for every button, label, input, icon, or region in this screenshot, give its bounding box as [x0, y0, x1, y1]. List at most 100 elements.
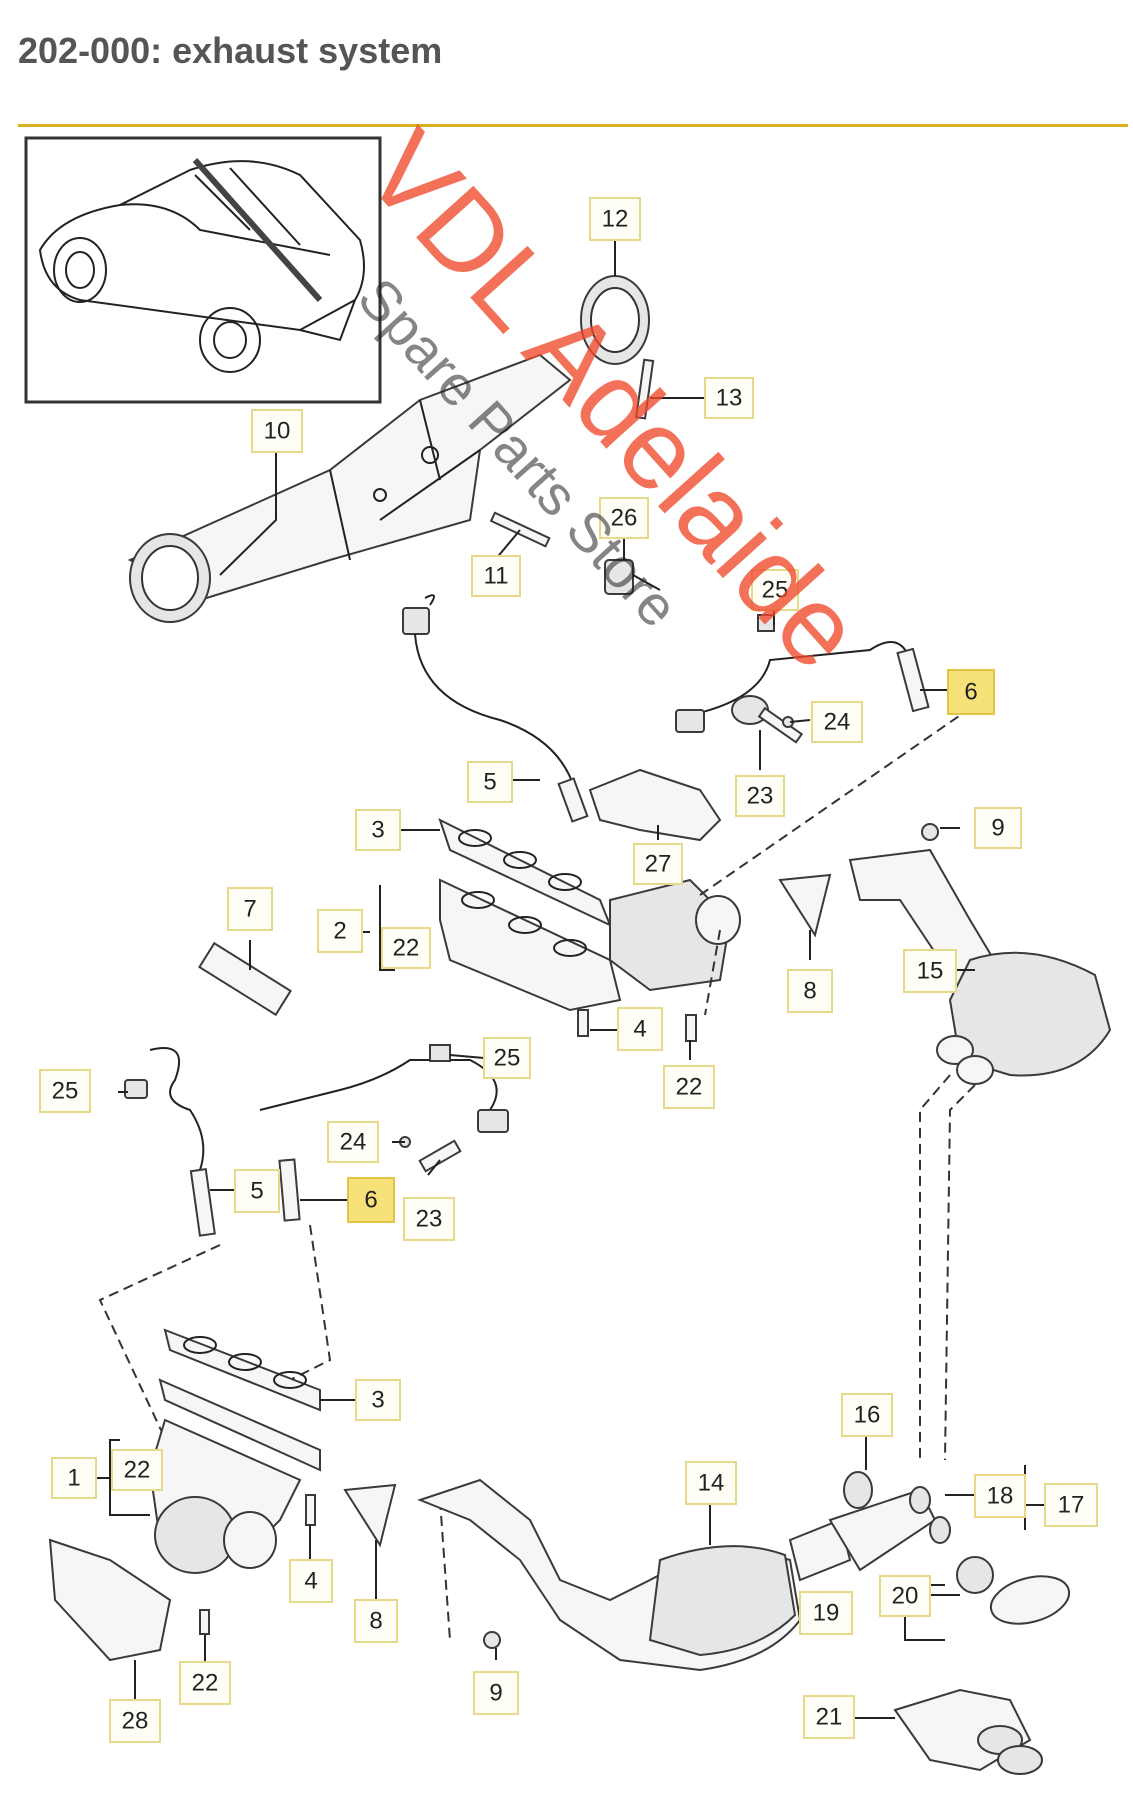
oxygen-sensor-5-top-part — [402, 594, 589, 823]
page-title: 202-000: exhaust system — [18, 30, 443, 71]
svg-text:22: 22 — [192, 1670, 219, 1697]
manifold-1-left-part — [148, 1418, 302, 1574]
sensor-bracket-23-left-part — [399, 1136, 462, 1173]
callout-21: 21 — [803, 1695, 855, 1739]
gasket-8-top-part — [778, 873, 832, 938]
bracket-part — [127, 353, 572, 623]
tailpipe-assembly-17-part — [828, 1486, 951, 1572]
callout-4-top: 4 — [617, 1007, 663, 1051]
stud-4-top-part — [577, 1009, 589, 1037]
svg-text:9: 9 — [991, 815, 1004, 842]
gasket-3-top-part — [438, 818, 612, 927]
callout-6-left: 6 — [347, 1177, 395, 1223]
manifold-2-top-part — [439, 878, 741, 1012]
callout-26: 26 — [599, 497, 649, 539]
callout-22-bottom: 22 — [179, 1661, 231, 1705]
oxygen-sensor-6-top-part — [675, 641, 930, 733]
svg-text:22: 22 — [124, 1457, 151, 1484]
clamp-16-part — [843, 1471, 873, 1509]
callout-14: 14 — [685, 1461, 737, 1505]
callout-18: 18 — [974, 1474, 1026, 1518]
svg-text:4: 4 — [633, 1016, 646, 1043]
clip-25-mid-part — [429, 1044, 451, 1062]
svg-text:22: 22 — [676, 1074, 703, 1101]
svg-text:3: 3 — [371, 817, 384, 844]
routing-line — [699, 704, 976, 896]
callout-24-left: 24 — [327, 1121, 379, 1163]
svg-text:27: 27 — [645, 851, 672, 878]
svg-text:14: 14 — [698, 1470, 725, 1497]
svg-text:9: 9 — [489, 1680, 502, 1707]
svg-text:10: 10 — [264, 418, 291, 445]
svg-text:15: 15 — [917, 958, 944, 985]
svg-text:5: 5 — [483, 769, 496, 796]
oxygen-sensor-5-left-part — [124, 1047, 216, 1237]
svg-text:24: 24 — [340, 1129, 367, 1156]
svg-text:2: 2 — [333, 918, 346, 945]
callout-1: 1 — [51, 1457, 97, 1499]
callout-28: 28 — [109, 1699, 161, 1743]
callout-22-left: 22 — [111, 1449, 163, 1491]
tailpipe-21-part — [893, 1688, 1043, 1775]
silencer-14-part — [417, 1478, 852, 1672]
nut-9-top-part — [921, 823, 939, 841]
svg-text:16: 16 — [854, 1402, 881, 1429]
muffler-15-part — [848, 848, 1112, 1085]
callout-25-left: 25 — [39, 1069, 91, 1113]
svg-text:8: 8 — [803, 978, 816, 1005]
svg-text:21: 21 — [816, 1704, 843, 1731]
callout-12: 12 — [589, 197, 641, 241]
svg-text:18: 18 — [987, 1483, 1014, 1510]
svg-text:17: 17 — [1058, 1492, 1085, 1519]
routing-line — [704, 929, 721, 1016]
sensor-26-part — [604, 559, 661, 595]
routing-line — [944, 1084, 976, 1461]
callout-22-top-left: 22 — [381, 927, 431, 969]
svg-text:6: 6 — [964, 679, 977, 706]
callout-2: 2 — [317, 909, 363, 953]
clamp-20-part — [956, 1556, 1071, 1625]
leader-lines — [96, 240, 1045, 1719]
svg-text:24: 24 — [824, 709, 851, 736]
callout-16: 16 — [841, 1393, 893, 1437]
callout-19: 19 — [799, 1591, 853, 1635]
svg-text:26: 26 — [611, 505, 638, 532]
car-thumbnail-inset — [24, 136, 382, 404]
svg-text:6: 6 — [364, 1187, 377, 1214]
stud-4-left-part — [305, 1494, 316, 1526]
routing-line — [289, 1224, 332, 1381]
heat-shield-27-part — [588, 768, 722, 842]
callout-3-left: 3 — [355, 1379, 401, 1421]
callout-8-top: 8 — [787, 969, 833, 1013]
sensor-bracket-23-top-part — [731, 695, 804, 744]
gasket-8-lower-part — [343, 1483, 397, 1548]
callout-8-left: 8 — [354, 1599, 398, 1643]
gasket-3-left-part — [158, 1328, 321, 1472]
callout-13: 13 — [704, 377, 754, 419]
oxygen-sensor-6-left-part — [259, 1059, 509, 1222]
nut-9-lower-part — [483, 1631, 501, 1649]
callout-23-top: 23 — [735, 775, 785, 817]
callout-25-top: 25 — [751, 569, 799, 611]
svg-text:1: 1 — [67, 1465, 80, 1492]
svg-text:3: 3 — [371, 1387, 384, 1414]
callout-11: 11 — [471, 555, 521, 597]
callout-24-top: 24 — [811, 701, 863, 743]
title-divider — [18, 124, 1128, 127]
routing-line — [439, 1499, 451, 1641]
sealant-tube-7-part — [198, 941, 292, 1017]
callout-22-top-right: 22 — [663, 1065, 715, 1109]
heat-shield-28-part — [48, 1538, 172, 1662]
callout-4-left: 4 — [289, 1559, 333, 1603]
bolt-22-left-part — [199, 1609, 210, 1635]
clamp-ring-part — [580, 275, 650, 365]
svg-text:5: 5 — [250, 1178, 263, 1205]
callout-27: 27 — [633, 843, 683, 885]
routing-line — [919, 1074, 951, 1460]
callout-6-top: 6 — [947, 669, 995, 715]
callout-5-left: 5 — [234, 1169, 280, 1213]
svg-text:8: 8 — [369, 1608, 382, 1635]
svg-text:25: 25 — [762, 577, 789, 604]
